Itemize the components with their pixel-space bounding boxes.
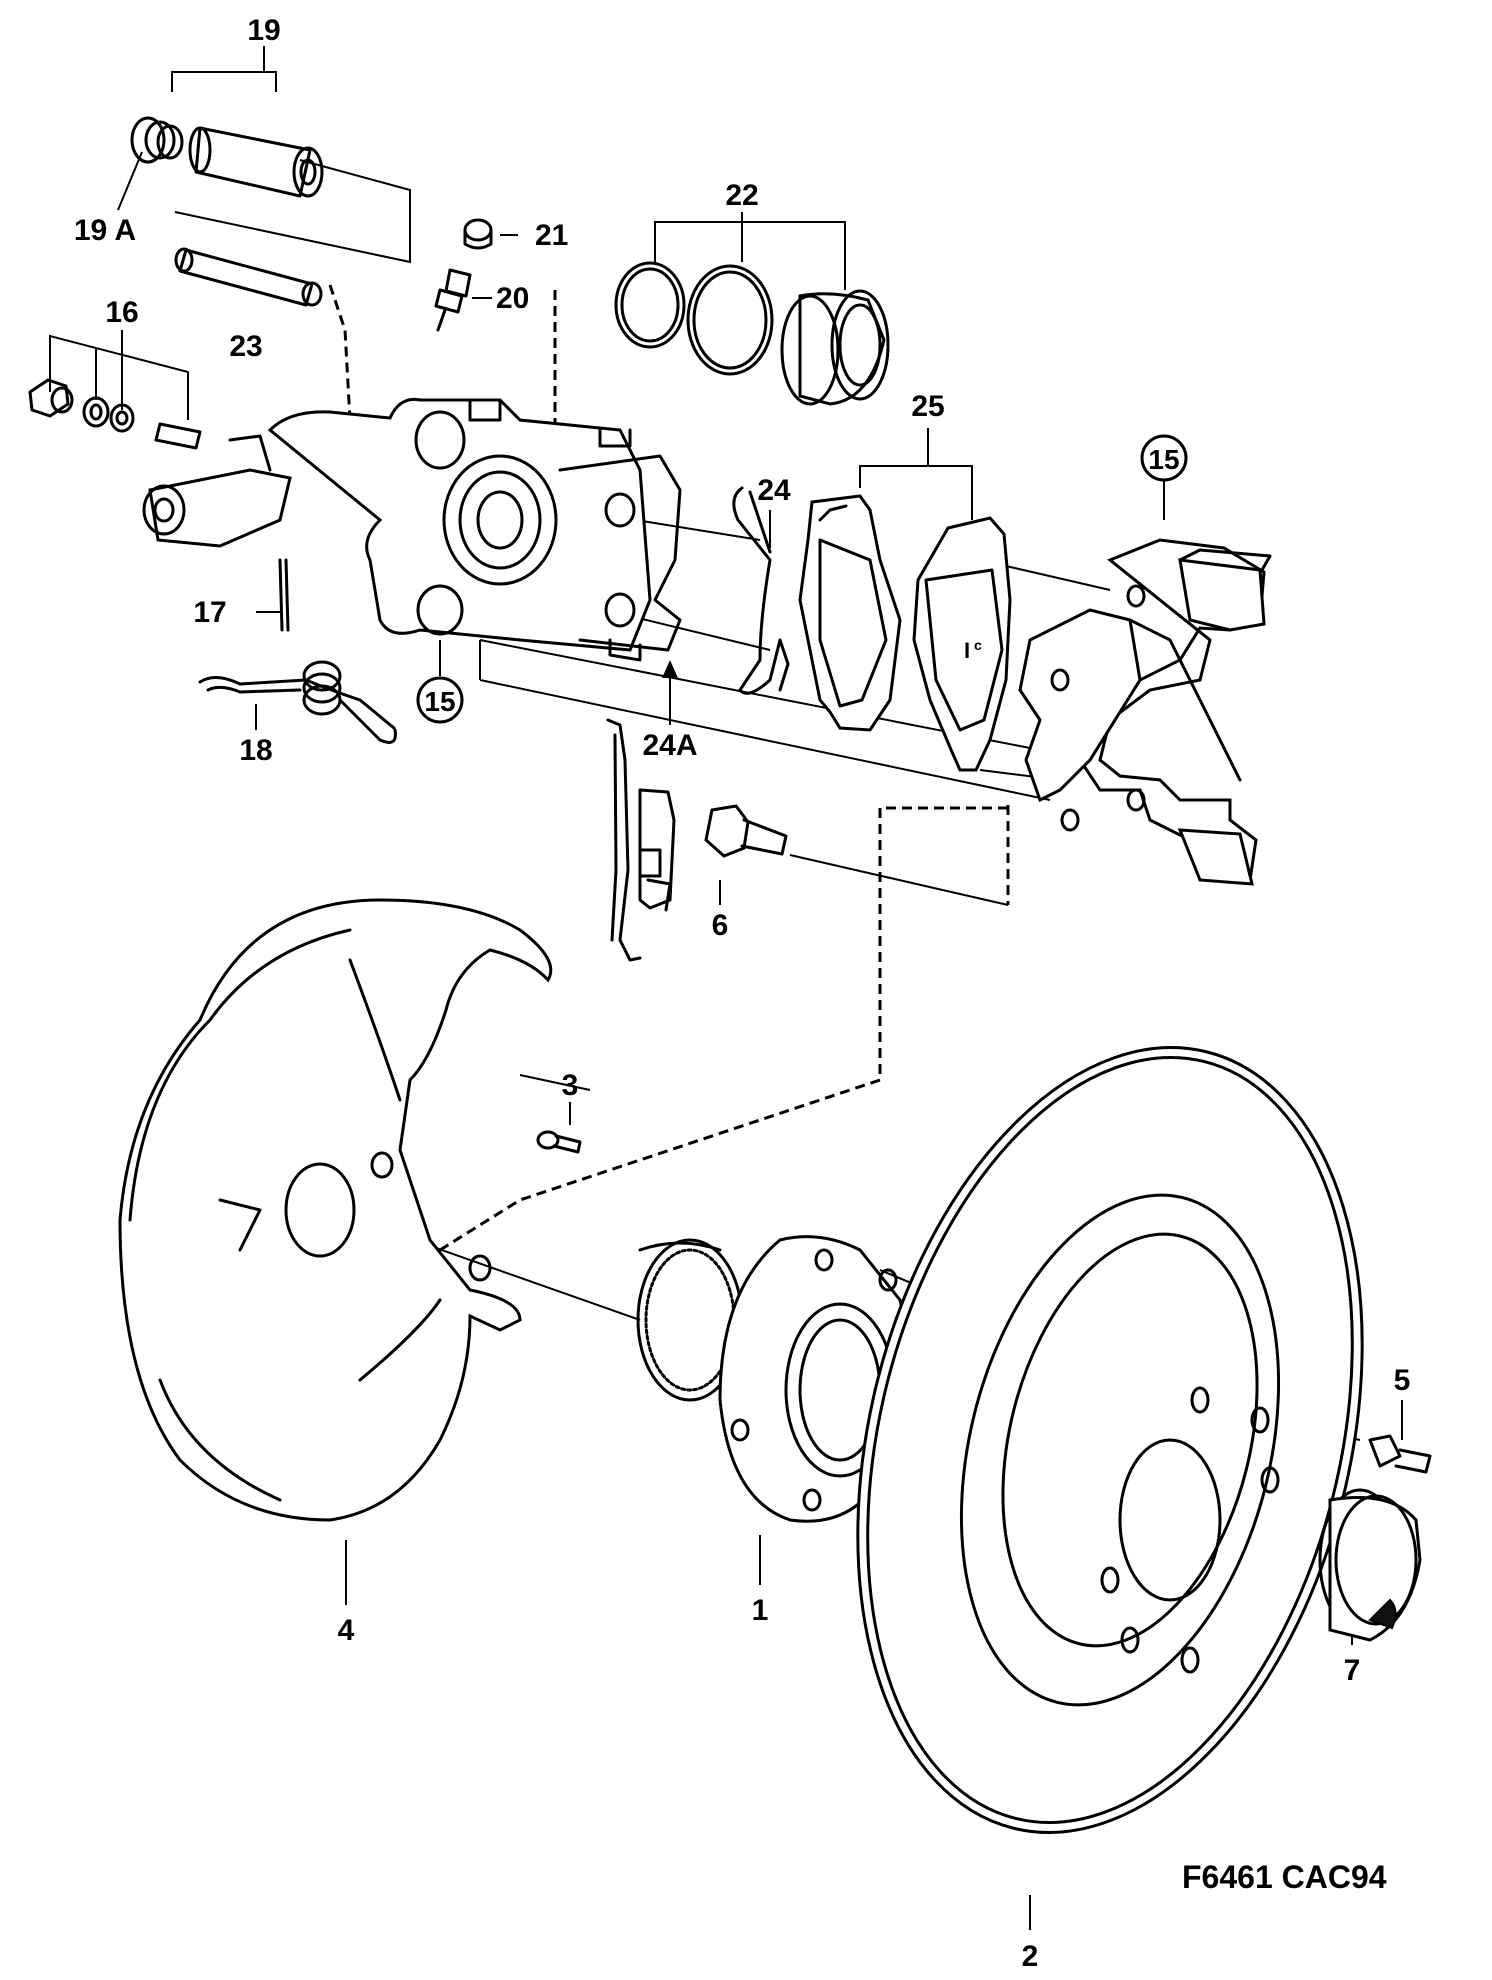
guide-pin-boot-19a (130, 116, 184, 164)
callout-25: 25 (911, 390, 944, 423)
dust-cap-7 (1318, 1488, 1422, 1642)
splash-shield-4 (118, 898, 553, 1522)
screw-3 (536, 1130, 582, 1154)
caliper-carrier-15 (1018, 538, 1272, 886)
svg-text:c: c (974, 637, 982, 653)
callout-1: 1 (752, 1594, 769, 1627)
callout-7: 7 (1344, 1654, 1361, 1687)
wheel-hub-1 (636, 1235, 910, 1523)
callout-17: 17 (193, 596, 226, 629)
brake-pads-25: I c (798, 494, 1012, 772)
callout-15-lower: 15 (424, 686, 455, 717)
callout-19a: 19 A (74, 214, 136, 247)
svg-text:I: I (964, 638, 970, 663)
callout-4: 4 (338, 1614, 355, 1647)
callout-6: 6 (712, 909, 729, 942)
wheel-stud-5 (1368, 1434, 1432, 1474)
callout-3: 3 (562, 1069, 579, 1102)
bolt-kit-16 (28, 378, 202, 450)
guide-bushing-19 (188, 126, 324, 198)
pin-17 (278, 558, 290, 632)
callout-circle-15-lower (416, 676, 464, 724)
figure-code: F6461 CAC94 (1182, 1859, 1387, 1895)
callout-24a: 24A (642, 729, 697, 762)
brake-caliper-body (142, 397, 682, 662)
callout-18: 18 (239, 734, 272, 767)
callout-19: 19 (247, 14, 280, 47)
guide-pin-23 (174, 247, 323, 307)
bleed-cap-21 (463, 218, 493, 250)
pad-spring-24a (606, 718, 676, 962)
brake-disc-2 (856, 1046, 1364, 1834)
callout-2: 2 (1022, 1940, 1039, 1973)
anti-rattle-clip-24 (732, 486, 790, 695)
bolt-6 (704, 804, 788, 858)
callout-labels: 19 19 A 21 20 22 23 16 25 24 15 15 17 18… (74, 14, 1410, 1973)
callout-23: 23 (229, 330, 262, 363)
callout-circle-15-upper (1140, 434, 1188, 482)
callout-16: 16 (105, 296, 138, 329)
callout-21: 21 (535, 219, 568, 252)
callout-24: 24 (757, 474, 791, 507)
seal-kit-22 (614, 261, 890, 406)
callout-22: 22 (725, 179, 758, 212)
callout-20: 20 (496, 282, 529, 315)
bleed-screw-20 (434, 268, 472, 332)
callout-5: 5 (1394, 1364, 1411, 1397)
return-spring-18 (198, 660, 397, 744)
callout-15-upper: 15 (1148, 444, 1179, 475)
